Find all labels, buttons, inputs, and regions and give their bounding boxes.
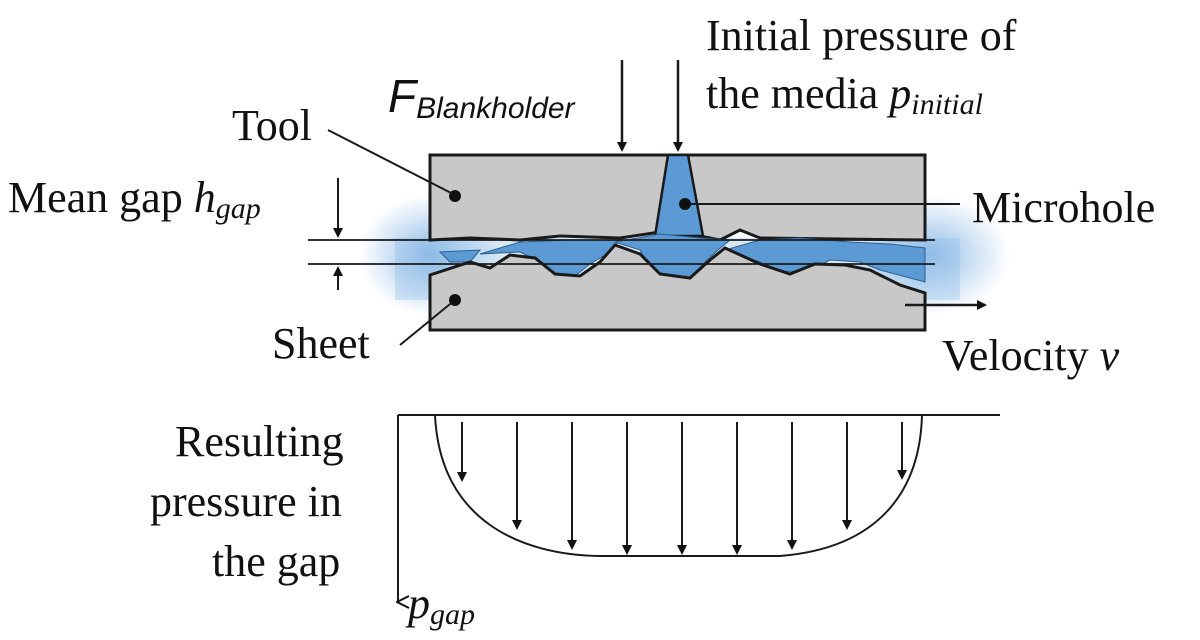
pressure-curve [434,414,923,557]
pressure-vectors [457,422,907,555]
initial-pressure-label-1: Initial pressure of [706,11,1017,60]
resulting-pressure-label-1: Resulting [175,417,344,466]
mean-gap-lines [308,239,935,265]
mean-gap-label: Mean gap hgap [8,173,261,225]
tool-label: Tool [232,101,312,150]
initial-pressure-label-2: the media pinitial [706,69,983,121]
microhole [653,153,705,238]
pressure-distribution [398,414,1000,602]
resulting-pressure-label-2: pressure in [150,477,342,526]
force-arrows [617,60,683,152]
pgap-label: pgap [405,579,475,631]
microhole-label: Microhole [972,183,1155,232]
resulting-pressure-label-3: the gap [212,537,340,586]
sheet-label: Sheet [272,319,370,368]
sheet-block [428,243,927,332]
velocity-label: Velocity v [942,331,1120,380]
leader-dots [449,190,691,306]
leader-lines [327,129,960,346]
force-blankholder-label: FBlankholder [388,70,576,125]
